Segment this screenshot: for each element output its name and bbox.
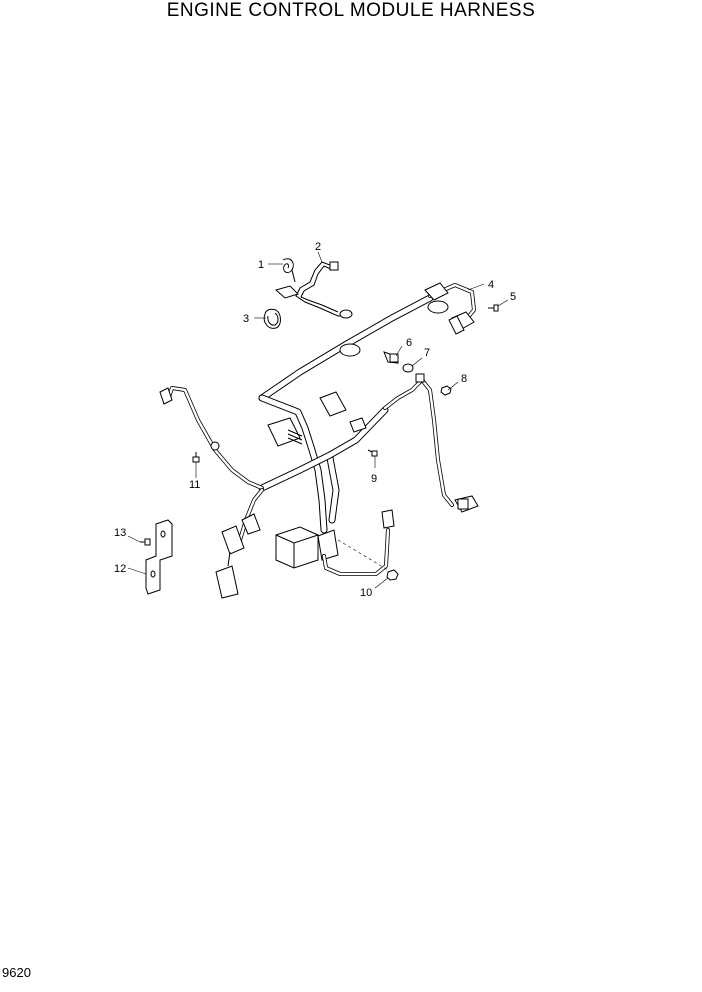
bolt-13 [140, 538, 151, 546]
right-long-branch [383, 373, 479, 513]
callout-6: 6 [406, 337, 412, 349]
bracket-12 [145, 519, 173, 595]
callout-12: 12 [114, 563, 126, 575]
right-upper-branch [428, 283, 476, 335]
page-number: 9620 [2, 965, 31, 980]
callout-9: 9 [371, 473, 377, 485]
clip-1 [282, 258, 296, 283]
callout-leaders [127, 251, 509, 589]
callout-10: 10 [360, 587, 372, 599]
callout-2: 2 [315, 241, 321, 253]
callout-8: 8 [461, 373, 467, 385]
callout-3: 3 [243, 313, 249, 325]
nut-8 [440, 385, 452, 396]
callout-4: 4 [488, 279, 494, 291]
callout-7: 7 [424, 347, 430, 359]
left-upper-branch [159, 386, 264, 490]
harness-trunk [258, 294, 434, 534]
bolt-9 [367, 449, 378, 457]
grommet-3 [263, 308, 281, 329]
callout-11: 11 [189, 479, 200, 491]
callout-1: 1 [258, 259, 264, 271]
spacer-7 [402, 363, 414, 373]
sensor-lead-2 [274, 261, 353, 319]
bolt-5 [488, 304, 499, 312]
nut-10 [386, 569, 399, 581]
callout-5: 5 [510, 291, 516, 303]
trunk-connectors [339, 282, 449, 357]
callout-13: 13 [114, 527, 126, 539]
sensor-6 [383, 351, 399, 364]
diagram-title: ENGINE CONTROL MODULE HARNESS [166, 0, 536, 21]
left-lower-branch [215, 488, 264, 599]
pigtail-connectors [267, 391, 367, 447]
ecm-block [275, 509, 395, 576]
bolt-11 [192, 452, 200, 463]
